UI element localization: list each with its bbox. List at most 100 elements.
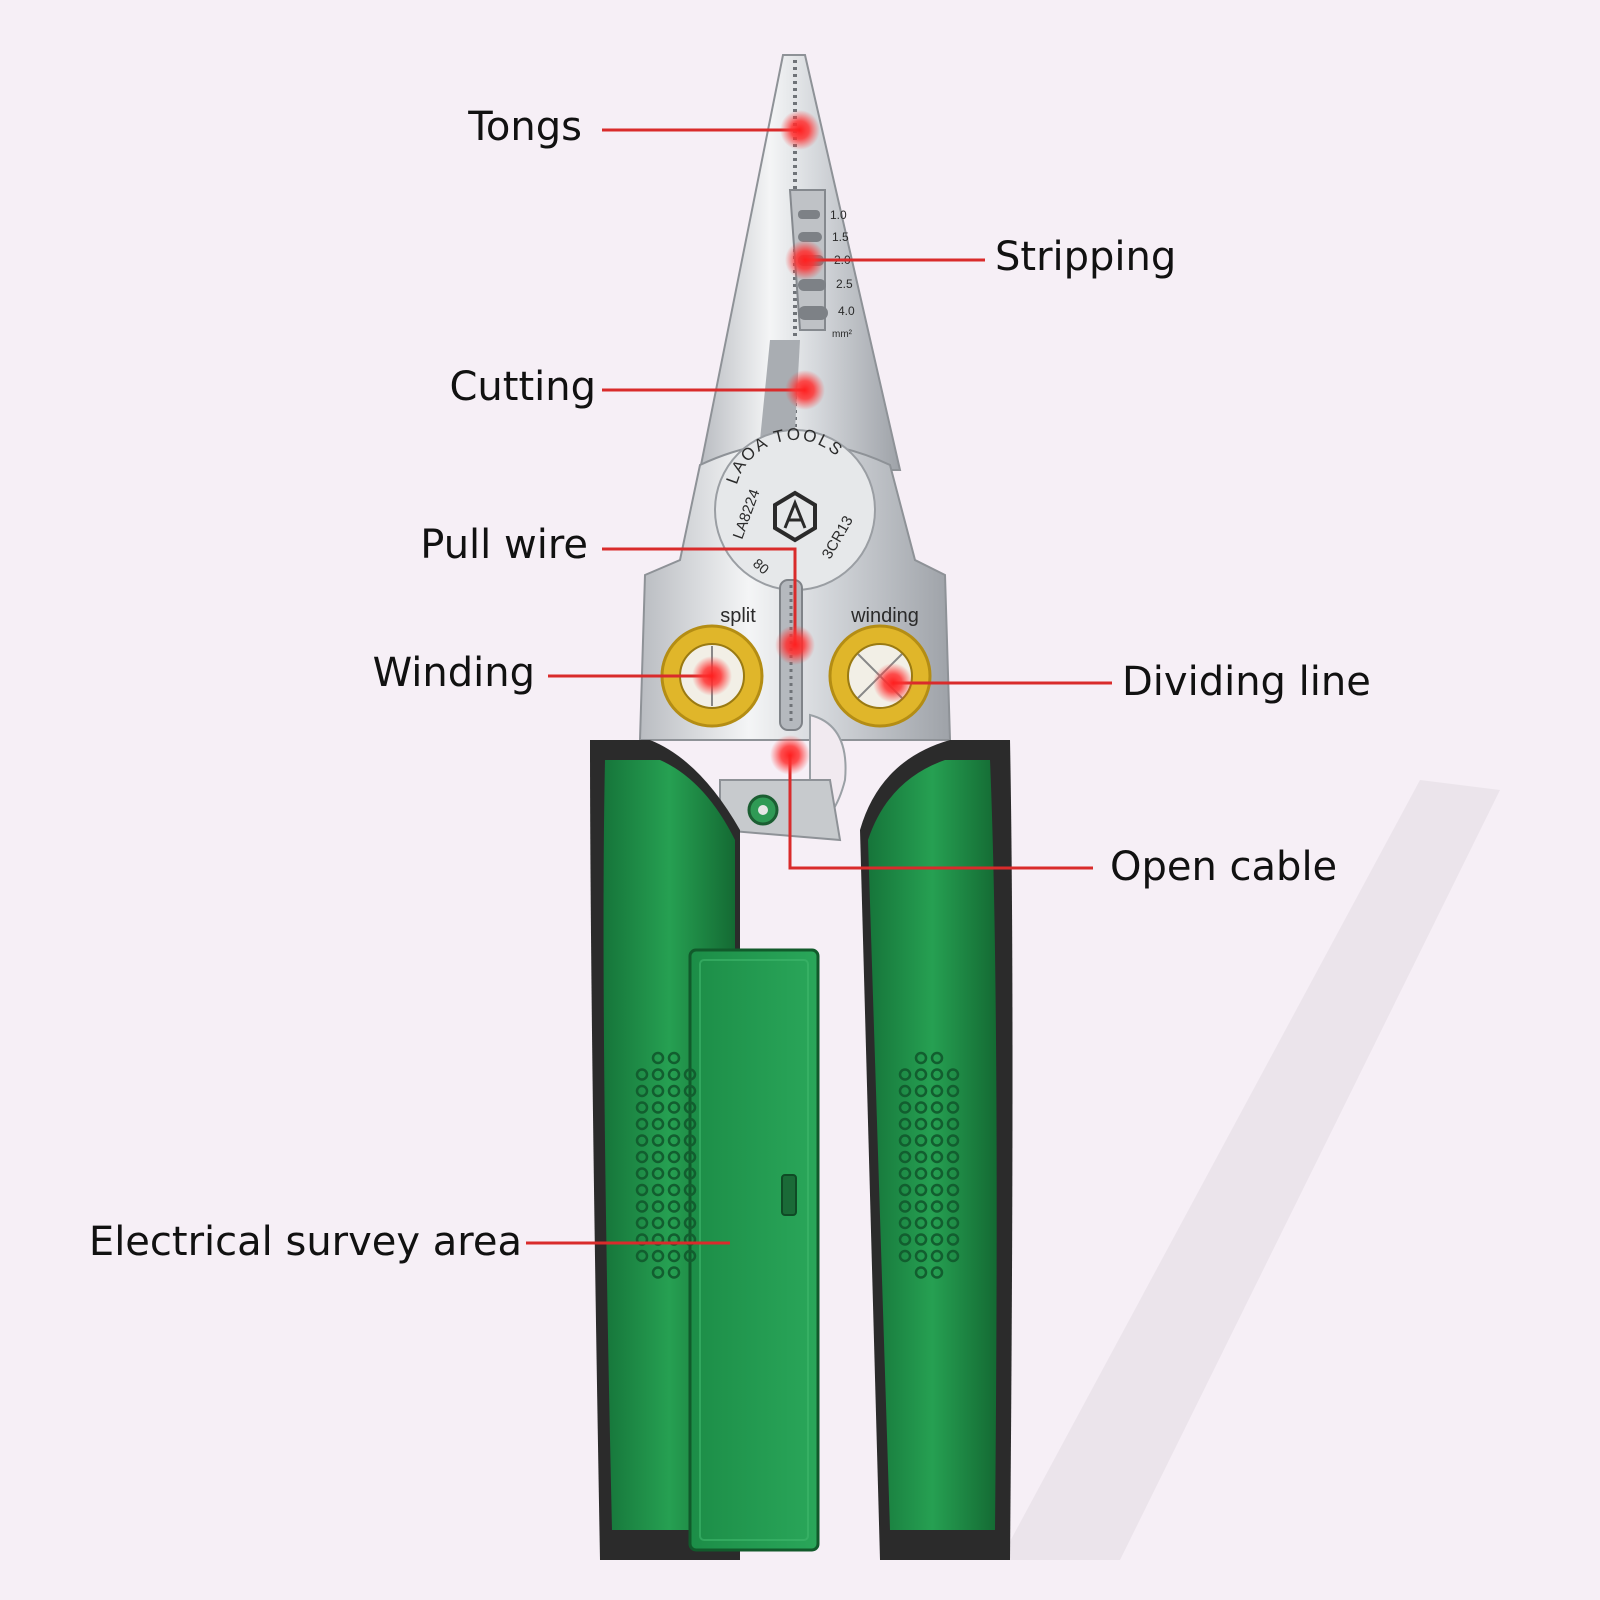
laoa-hexagon-logo-icon [773, 490, 817, 543]
left-handle-grip-dots [635, 1051, 697, 1279]
svg-text:2.5: 2.5 [836, 277, 853, 291]
grip-dot [914, 1266, 928, 1279]
callout-markers [692, 110, 913, 775]
grip-dot [914, 1183, 928, 1197]
grip-dot [898, 1101, 912, 1114]
grip-dot [683, 1101, 697, 1114]
grip-dot [930, 1233, 944, 1246]
grip-dot [635, 1216, 649, 1230]
grip-dot [651, 1167, 665, 1180]
grip-dot [651, 1216, 665, 1230]
grip-dot [651, 1266, 665, 1279]
label-cutting: Cutting [449, 364, 596, 410]
electrical-survey-box [688, 948, 820, 1552]
grip-dot [667, 1117, 681, 1131]
grip-dot [914, 1216, 928, 1230]
label-pull-wire: Pull wire [420, 522, 588, 568]
marker-cutting [785, 370, 825, 410]
grip-dot [946, 1233, 960, 1246]
marker-tongs [780, 110, 820, 150]
grip-dot [930, 1183, 944, 1197]
svg-text:winding: winding [850, 605, 919, 627]
label-dividing-line: Dividing line [1122, 659, 1371, 705]
right-handle-grip-dots [898, 1051, 960, 1279]
grip-dot [946, 1216, 960, 1230]
grip-dot [930, 1216, 944, 1230]
grip-dot [667, 1216, 681, 1230]
grip-dot [946, 1183, 960, 1197]
grip-dot [651, 1101, 665, 1114]
grip-dot [930, 1150, 944, 1164]
grip-dot [930, 1200, 944, 1213]
grip-dot [635, 1068, 649, 1081]
grip-dot [651, 1249, 665, 1263]
grip-dot [914, 1167, 928, 1180]
label-winding: Winding [373, 650, 535, 696]
grip-dot [635, 1150, 649, 1164]
grip-dot [898, 1150, 912, 1164]
grip-dot [651, 1117, 665, 1131]
grip-dot [667, 1150, 681, 1164]
grip-dot [635, 1183, 649, 1197]
svg-text:1.0: 1.0 [830, 208, 847, 222]
grip-dot [683, 1183, 697, 1197]
grip-dot [667, 1183, 681, 1197]
grip-dot [898, 1183, 912, 1197]
grip-dot [898, 1200, 912, 1213]
grip-dot [651, 1084, 665, 1098]
grip-dot [635, 1117, 649, 1131]
svg-text:split: split [720, 605, 756, 627]
grip-dot [667, 1051, 681, 1065]
grip-dot [930, 1117, 944, 1131]
marker-pull-wire [775, 625, 815, 665]
marker-winding [692, 656, 732, 696]
grip-dot [946, 1117, 960, 1131]
grip-dot [930, 1051, 944, 1065]
grip-dot [898, 1233, 912, 1246]
grip-dot [683, 1134, 697, 1147]
grip-dot [667, 1101, 681, 1114]
grip-dot [651, 1150, 665, 1164]
grip-dot [914, 1068, 928, 1081]
grip-dot [667, 1134, 681, 1147]
right-handle [860, 740, 1013, 1560]
svg-text:4.0: 4.0 [838, 304, 855, 318]
grip-dot [930, 1249, 944, 1263]
grip-dot [651, 1068, 665, 1081]
grip-dot [667, 1249, 681, 1263]
grip-dot [683, 1167, 697, 1180]
grip-dot [946, 1101, 960, 1114]
grip-dot [683, 1216, 697, 1230]
grip-dot [683, 1150, 697, 1164]
grip-dot [651, 1183, 665, 1197]
grip-dot [667, 1266, 681, 1279]
grip-dot [635, 1084, 649, 1098]
grip-dot [946, 1084, 960, 1098]
grip-dot [898, 1216, 912, 1230]
grip-dot [914, 1200, 928, 1213]
marker-open-cable [770, 735, 810, 775]
grip-dot [898, 1117, 912, 1131]
grip-dot [914, 1051, 928, 1065]
label-tongs: Tongs [467, 104, 582, 150]
grip-dot [651, 1200, 665, 1213]
label-stripping: Stripping [995, 234, 1176, 280]
grip-dot [914, 1101, 928, 1114]
grip-dot [898, 1084, 912, 1098]
grip-dot [914, 1233, 928, 1246]
grip-dot [667, 1167, 681, 1180]
grip-dot [930, 1134, 944, 1147]
grip-dot [683, 1200, 697, 1213]
grip-dot [683, 1068, 697, 1081]
grip-dot [667, 1084, 681, 1098]
grip-dot [946, 1134, 960, 1147]
callout-labels: Tongs Stripping Cutting Pull wire Windin… [89, 104, 1371, 1265]
grip-dot [635, 1167, 649, 1180]
label-electrical-survey-area: Electrical survey area [89, 1219, 522, 1265]
grip-dot [946, 1150, 960, 1164]
grip-dot [898, 1068, 912, 1081]
grip-dot [898, 1167, 912, 1180]
grip-dot [914, 1249, 928, 1263]
grip-dot [635, 1200, 649, 1213]
